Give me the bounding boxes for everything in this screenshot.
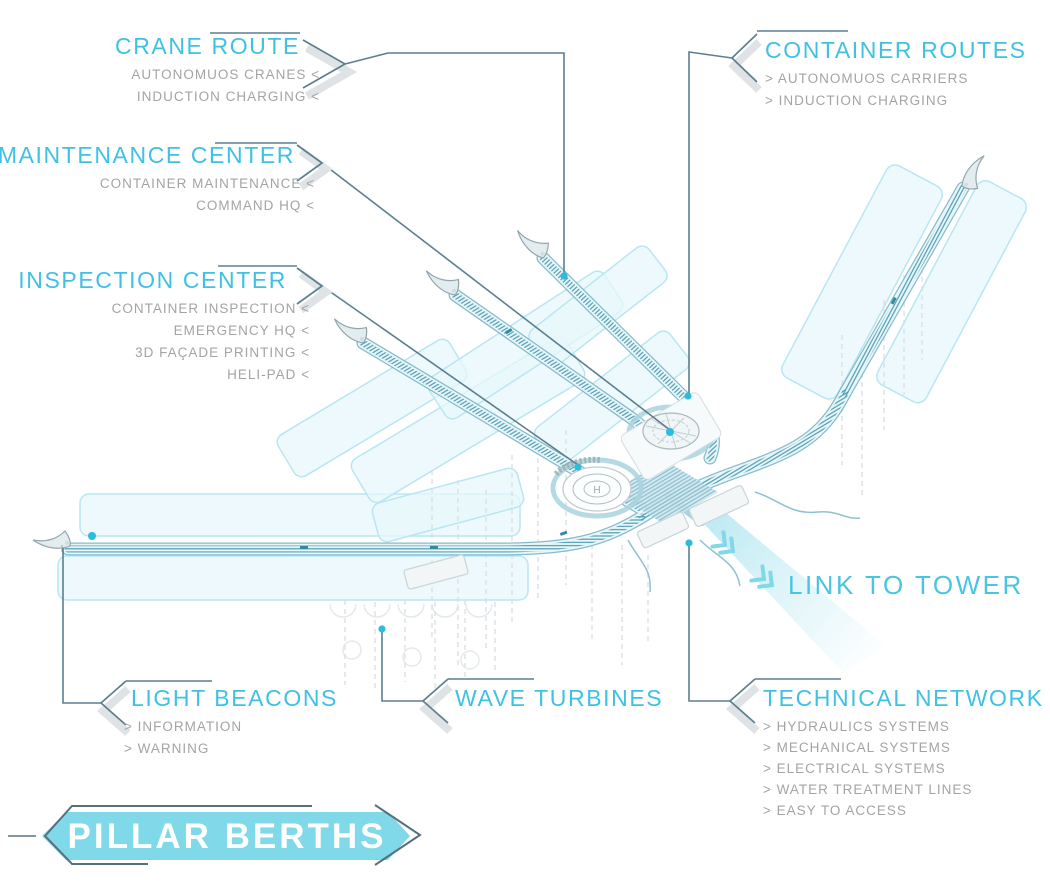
connector-dots (378, 272, 693, 633)
callout-light-beacons: LIGHT BEACONS > INFORMATION > WARNING (124, 685, 338, 760)
container-connector (688, 51, 733, 394)
callout-item: > WATER TREATMENT LINES (763, 782, 973, 797)
callout-item: 3D FAÇADE PRINTING < (135, 345, 310, 360)
light-beacons-connector (62, 548, 101, 704)
chevron-left-icon (418, 683, 453, 735)
callout-item: > INDUCTION CHARGING (765, 93, 949, 108)
chevron-right-icon (305, 44, 358, 100)
chevron-left-icon (421, 678, 449, 724)
callout-item: > EASY TO ACCESS (763, 803, 907, 818)
technical-connector (688, 546, 730, 702)
helipad-letter: H (593, 485, 600, 496)
callout-item: > ELECTRICAL SYSTEMS (763, 761, 946, 776)
callout-inspection-center: INSPECTION CENTER CONTAINER INSPECTION <… (18, 267, 309, 386)
callout-item: > HYDRAULICS SYSTEMS (763, 719, 950, 734)
callout-item: > WARNING (124, 741, 210, 756)
tower-link-beam (694, 503, 886, 673)
chevron-right-icon (298, 270, 333, 314)
callout-item: INDUCTION CHARGING < (136, 89, 320, 104)
cable-lines (627, 491, 861, 593)
chevron-left-icon (96, 685, 131, 737)
callout-connectors (62, 30, 848, 704)
inspection-connector (321, 285, 579, 466)
maintenance-connector (321, 162, 671, 431)
chevron-right-icon (302, 39, 347, 89)
callout-item: > MECHANICAL SYSTEMS (763, 740, 951, 755)
tower-link-arrows (710, 530, 775, 589)
callout-crane-route: CRANE ROUTE AUTONOMUOS CRANES < INDUCTIO… (114, 33, 319, 108)
callout-technical-network: TECHNICAL NETWORK > HYDRAULICS SYSTEMS >… (763, 685, 1044, 821)
chevron-left-icon (99, 680, 127, 726)
callout-item: HELI-PAD < (227, 367, 310, 382)
chevron-left-icon (730, 33, 758, 83)
callout-title: CONTAINER ROUTES (765, 37, 1027, 63)
chevron-right-icon (296, 144, 324, 182)
chevron-left-icon (728, 678, 756, 724)
inspection-helipad-building: H (553, 456, 632, 512)
link-to-tower-label: LINK TO TOWER (788, 570, 1024, 600)
chevron-right-icon (298, 147, 333, 191)
callout-item: AUTONOMUOS CRANES < (131, 67, 320, 82)
callout-item: > AUTONOMUOS CARRIERS (765, 71, 969, 86)
callout-item: CONTAINER MAINTENANCE < (99, 176, 315, 191)
callout-title: WAVE TURBINES (455, 685, 664, 711)
road-traffic-dashes (300, 296, 897, 549)
callout-item: > INFORMATION (124, 719, 243, 734)
callout-maintenance-center: MAINTENANCE CENTER CONTAINER MAINTENANCE… (0, 142, 314, 217)
slab-buildings (403, 485, 750, 590)
callout-title: TECHNICAL NETWORK (763, 685, 1044, 711)
chevron-right-icon (296, 267, 324, 305)
callout-title: MAINTENANCE CENTER (0, 142, 295, 168)
callout-title: CRANE ROUTE (114, 33, 300, 59)
wave-turbine-hoops (329, 603, 493, 670)
callout-item: EMERGENCY HQ < (173, 323, 310, 338)
pillar-berths-banner (8, 804, 422, 866)
light-beacon-icon (88, 532, 96, 540)
crane-route-connector (344, 52, 565, 274)
wave-turbines-connector (381, 632, 423, 702)
callout-title: INSPECTION CENTER (18, 267, 287, 293)
chevron-left-icon (725, 683, 760, 735)
pier-tip-beacons (32, 151, 993, 552)
callout-title: LIGHT BEACONS (131, 685, 338, 711)
callout-item: COMMAND HQ < (196, 198, 315, 213)
callout-container-routes: CONTAINER ROUTES > AUTONOMUOS CARRIERS >… (765, 37, 1027, 112)
callout-item: CONTAINER INSPECTION < (111, 301, 310, 316)
callout-chevrons (96, 33, 762, 737)
callout-wave-turbines: WAVE TURBINES (455, 685, 663, 712)
chevron-left-icon (728, 39, 762, 93)
diagram-title: PILLAR BERTHS (67, 817, 387, 856)
